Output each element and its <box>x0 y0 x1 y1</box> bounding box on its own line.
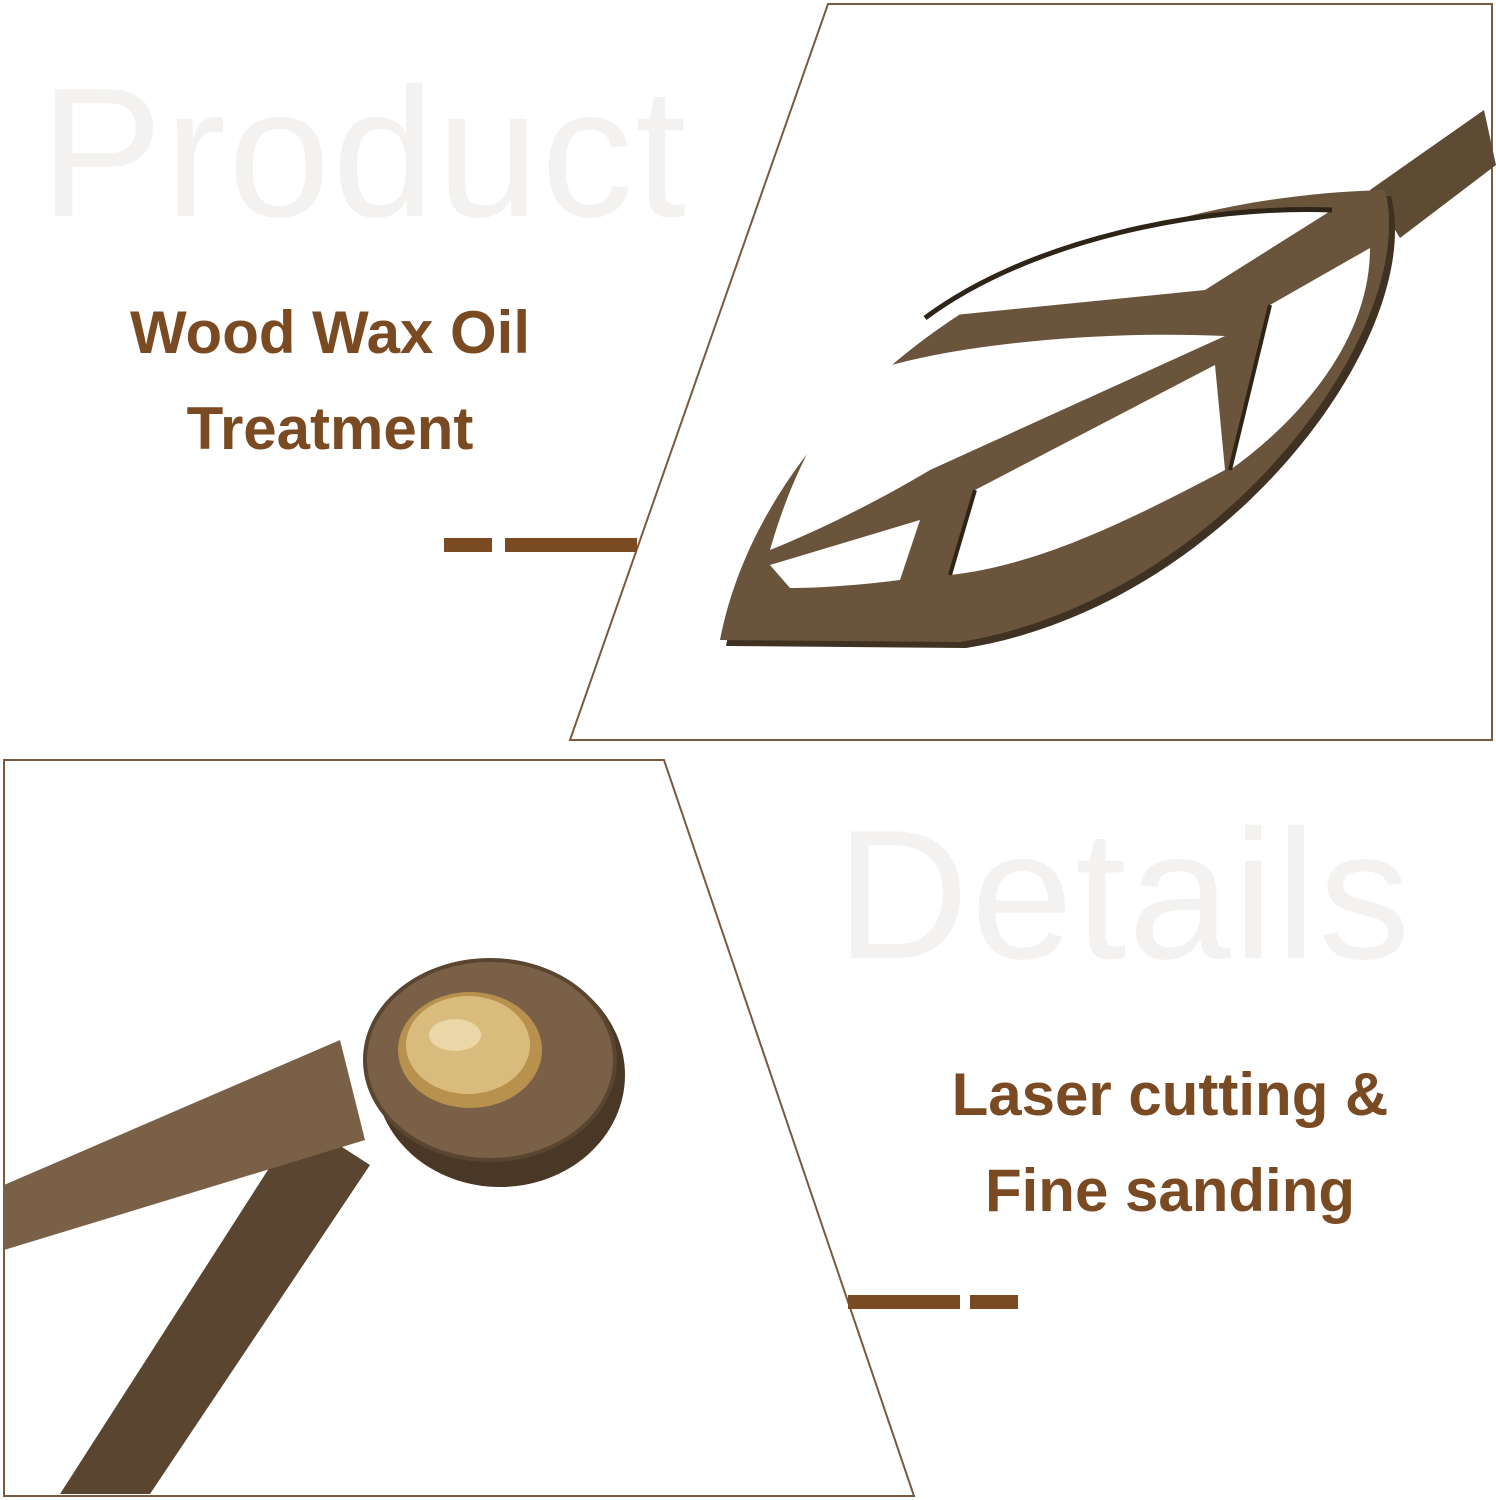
details-watermark: Details <box>836 791 1413 997</box>
top-divider-dash-short <box>444 538 492 552</box>
laser-cutting-caption: Laser cutting & Fine sanding <box>900 1047 1440 1239</box>
wood-wax-oil-caption: Wood Wax Oil Treatment <box>60 285 600 477</box>
caption-line-2: Fine sanding <box>984 1157 1356 1224</box>
caption-line-2: Treatment <box>186 395 474 462</box>
product-watermark: Product <box>40 49 689 255</box>
caption-line-1: Wood Wax Oil <box>130 299 530 366</box>
hinge-detail-image <box>4 958 625 1494</box>
bottom-divider-dash-long <box>848 1295 960 1309</box>
bottom-divider-dash-short <box>970 1295 1018 1309</box>
top-divider-dash-long <box>505 538 637 552</box>
caption-line-1: Laser cutting & <box>951 1061 1389 1128</box>
leaf-pendant-image <box>720 110 1496 648</box>
